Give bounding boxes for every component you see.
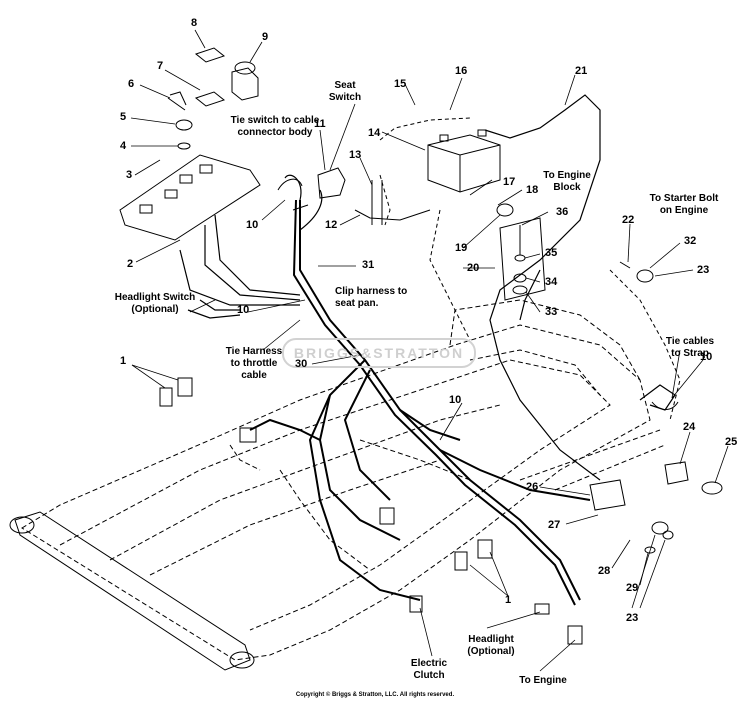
callout-10-a: 10: [246, 219, 259, 231]
callout-3: 3: [126, 169, 133, 181]
leader-lines: [130, 29, 729, 672]
callout-29: 29: [626, 582, 639, 594]
callout-23-b: 23: [626, 612, 639, 624]
label-tie-harness: Tie Harness to throttle cable: [225, 346, 283, 381]
callout-21: 21: [575, 65, 588, 77]
callout-10-c: 10: [449, 394, 462, 406]
callout-19: 19: [455, 242, 468, 254]
callout-10-d: 10: [700, 351, 713, 363]
callout-35: 35: [545, 247, 558, 259]
callout-33: 33: [545, 306, 558, 318]
label-headlight: Headlight (Optional): [467, 634, 515, 657]
callout-2: 2: [127, 258, 134, 270]
callout-36: 36: [556, 206, 569, 218]
callout-5: 5: [120, 111, 127, 123]
callout-14: 14: [368, 127, 381, 139]
callout-26: 26: [526, 481, 539, 493]
label-to-engine: To Engine: [519, 675, 567, 686]
callout-9: 9: [262, 31, 269, 43]
main-harness: [249, 199, 591, 606]
label-headlight-switch: Headlight Switch (Optional): [114, 292, 196, 315]
callout-31: 31: [362, 259, 375, 271]
label-seat-switch: Seat Switch: [328, 80, 362, 103]
copyright-notice: Copyright © Briggs & Stratton, LLC. All …: [295, 692, 455, 698]
callout-16: 16: [455, 65, 468, 77]
callout-24: 24: [683, 421, 696, 433]
label-to-engine-block: To Engine Block: [543, 170, 591, 193]
callout-20: 20: [467, 262, 480, 274]
components: [119, 47, 723, 645]
callout-4: 4: [120, 140, 127, 152]
callout-8: 8: [191, 17, 198, 29]
callout-10-b: 10: [237, 304, 250, 316]
front-axle: [9, 511, 255, 671]
callout-1-b: 1: [505, 594, 512, 606]
callout-12: 12: [325, 219, 338, 231]
callout-6: 6: [128, 78, 135, 90]
callout-23-a: 23: [697, 264, 710, 276]
callout-34: 34: [545, 276, 558, 288]
callout-22: 22: [622, 214, 635, 226]
callout-30: 30: [295, 358, 308, 370]
routing-lines: [379, 117, 681, 421]
callout-1-a: 1: [120, 355, 127, 367]
label-electric-clutch: Electric Clutch: [410, 658, 448, 681]
callout-25: 25: [725, 436, 738, 448]
callout-32: 32: [684, 235, 697, 247]
callout-18: 18: [526, 184, 539, 196]
watermark: BRIGGS&STRATTON: [282, 338, 476, 368]
callout-11: 11: [314, 118, 326, 130]
callout-15: 15: [394, 78, 407, 90]
label-clip-harness: Clip harness to seat pan.: [335, 286, 408, 309]
callout-27: 27: [548, 519, 561, 531]
label-tie-cables: Tie cables to Strap: [665, 336, 715, 359]
label-to-starter-bolt: To Starter Bolt on Engine: [649, 193, 719, 216]
callout-13: 13: [349, 149, 362, 161]
callout-17: 17: [503, 176, 516, 188]
callout-28: 28: [598, 565, 611, 577]
label-tie-switch: Tie switch to cable connector body: [230, 115, 320, 138]
upper-wires: [179, 94, 676, 481]
callout-7: 7: [157, 60, 164, 72]
